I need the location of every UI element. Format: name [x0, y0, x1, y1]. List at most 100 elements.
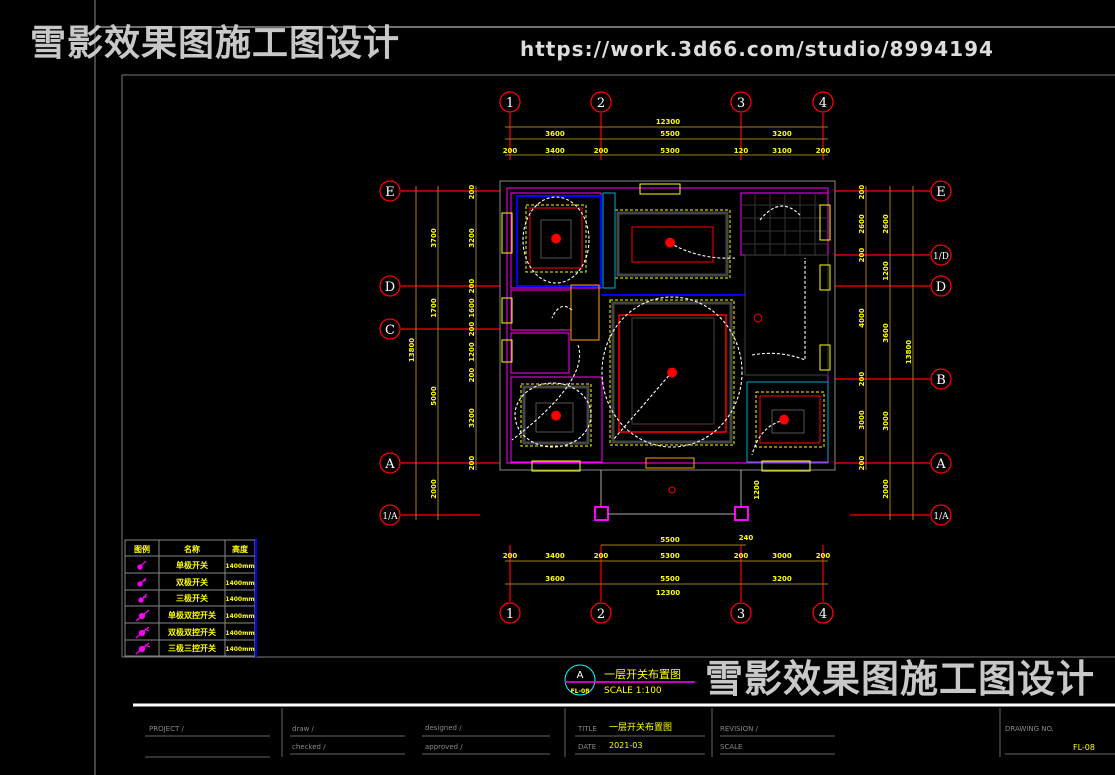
- label-text: 5300: [660, 147, 680, 155]
- label-text: 1200: [468, 342, 476, 362]
- label-text: 3200: [772, 575, 792, 583]
- light-icon: ✺: [779, 413, 789, 427]
- label-text: 5000: [430, 386, 438, 406]
- label-text: TITLE: [577, 725, 597, 733]
- label-text: 双极开关: [176, 577, 208, 587]
- label-text: 1600: [468, 298, 476, 318]
- label-text: 5300: [660, 552, 680, 560]
- label-text: 1400mm: [225, 630, 254, 637]
- watermark-top: 雪影效果图施工图设计: [30, 23, 401, 64]
- label-text: E: [385, 185, 395, 200]
- label-text: B: [936, 373, 946, 388]
- label-text: checked /: [292, 743, 326, 751]
- label-text: 200: [468, 456, 476, 471]
- label-text: 3600: [882, 323, 890, 343]
- view-tag: A FL-08 一层开关布置图 SCALE 1:100: [564, 664, 695, 696]
- label-text: REVISION /: [720, 725, 759, 733]
- label-text: 3400: [545, 552, 565, 560]
- label-text: 2: [597, 607, 605, 622]
- label-text: A: [577, 670, 584, 681]
- label-text: 4000: [858, 308, 866, 328]
- label-text: 2000: [430, 479, 438, 499]
- label-text: 1400mm: [225, 613, 254, 620]
- label-text: 1200: [753, 480, 761, 500]
- floor-plan: ✺ ✺ ✺ ✺ ✺: [499, 180, 836, 521]
- watermark-bottom: 雪影效果图施工图设计: [705, 657, 1096, 701]
- label-text: 1/A: [382, 512, 398, 522]
- label-text: 12300: [656, 589, 680, 597]
- label-text: 图例: [134, 544, 150, 554]
- label-text: SCALE: [720, 743, 742, 751]
- label-text: 名称: [184, 544, 200, 554]
- label-text: 3: [737, 607, 745, 622]
- label-text: 12300: [656, 118, 680, 126]
- label-text: 1400mm: [225, 596, 254, 603]
- double-switch-icon: [137, 577, 147, 587]
- label-text: 3700: [430, 228, 438, 248]
- label-text: 5500: [660, 536, 680, 544]
- label-text: 3100: [772, 147, 792, 155]
- watermark-url: https://work.3d66.com/studio/8994194: [520, 37, 994, 61]
- label-text: C: [385, 323, 395, 338]
- label-text: draw /: [292, 725, 315, 733]
- drawing-frame: [94, 0, 1115, 775]
- label-text: E: [936, 185, 946, 200]
- label-text: 200: [503, 552, 518, 560]
- axis-lines: [401, 113, 930, 602]
- label-text: 3400: [545, 147, 565, 155]
- label-text: PROJECT /: [149, 725, 184, 733]
- label-text: 1200: [882, 261, 890, 281]
- label-text: 一层开关布置图: [604, 667, 681, 681]
- label-text: designed /: [425, 724, 462, 732]
- label-text: 1: [506, 96, 514, 111]
- label-text: 13800: [905, 340, 913, 364]
- label-text: 3600: [545, 130, 565, 138]
- label-text: 5500: [660, 575, 680, 583]
- label-text: 200: [734, 552, 749, 560]
- title-block: PROJECT / draw / checked / designed / ap…: [145, 708, 1115, 758]
- light-icon: ✺: [551, 409, 561, 423]
- label-text: 200: [858, 185, 866, 200]
- label-text: 2600: [882, 214, 890, 234]
- label-text: 1400mm: [225, 580, 254, 587]
- label-text: 200: [468, 368, 476, 383]
- label-text: A: [935, 457, 946, 472]
- label-text: 2600: [858, 214, 866, 234]
- label-text: 1/D: [933, 252, 949, 262]
- label-text: 200: [816, 552, 831, 560]
- label-text: 三极开关: [176, 593, 208, 603]
- triple-switch-icon: [138, 593, 148, 603]
- label-text: 200: [468, 185, 476, 200]
- label-text: 200: [503, 147, 518, 155]
- label-text: 3000: [858, 410, 866, 430]
- label-text: 3000: [772, 552, 792, 560]
- label-text: 1: [506, 607, 514, 622]
- label-text: D: [385, 280, 395, 295]
- label-text: 5500: [660, 130, 680, 138]
- triple-three-way-switch-icon: [135, 642, 151, 655]
- label-text: 3200: [468, 228, 476, 248]
- single-two-way-switch-icon: [135, 609, 150, 622]
- label-text: DATE: [578, 743, 596, 751]
- label-text: FL-08: [1073, 743, 1095, 752]
- label-text: 200: [858, 456, 866, 471]
- label-text: 4: [819, 607, 827, 622]
- label-text: 单极双控开关: [168, 610, 216, 620]
- label-text: 3000: [882, 411, 890, 431]
- label-text: 200: [816, 147, 831, 155]
- label-text: 1700: [430, 298, 438, 318]
- label-text: 200: [858, 372, 866, 387]
- light-icon: ✺: [665, 236, 675, 250]
- label-text: 双极双控开关: [168, 627, 216, 637]
- label-text: 3200: [468, 408, 476, 428]
- label-text: 2000: [882, 479, 890, 499]
- dimension-lines: [415, 126, 914, 585]
- label-text: approved /: [425, 743, 463, 751]
- label-text: 三极三控开关: [168, 643, 216, 653]
- double-two-way-switch-icon: [135, 626, 150, 639]
- label-text: 200: [594, 147, 609, 155]
- label-text: FL-08: [571, 688, 590, 695]
